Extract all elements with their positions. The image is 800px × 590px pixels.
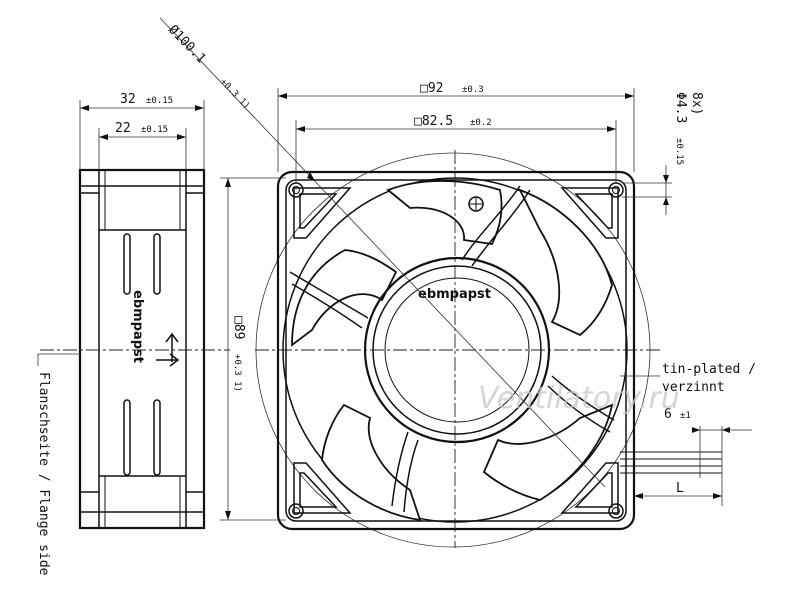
impeller-blades (291, 180, 614, 522)
dim-vertical-tol: +0.3 1) (232, 354, 242, 392)
dim-lead-length: L (676, 481, 684, 496)
note-tin-plated: tin-plated / (662, 362, 756, 377)
dim-vertical: □89 (231, 316, 246, 339)
dim-hole-spacing-tol: ±0.2 (470, 118, 492, 128)
dim-diameter: Ø100.1 (165, 22, 208, 66)
diameter-leader (159, 17, 606, 488)
dim-diameter-tol: +0.3 1) (218, 77, 252, 111)
side-view: ebmpapst 32 ±0.15 22 ±0.15 Flanschseite … (36, 92, 230, 576)
lead-wires (620, 375, 752, 506)
note-verzinnt: verzinnt (662, 380, 725, 395)
dim-holes-diameter: Φ4.3 (673, 92, 688, 123)
dim-hole-spacing: □82.5 (414, 114, 453, 129)
front-view: ebmpapst Ø100.1 +0.3 1) □92 ±0.3 □82.5 ±… (159, 17, 756, 548)
dim-lead-strip: 6 (664, 407, 672, 422)
dim-side-inner: 22 (115, 121, 131, 136)
dim-side-width-tol: ±0.15 (146, 96, 173, 106)
mounting-holes (288, 182, 624, 519)
dim-frame: □92 (420, 81, 443, 96)
dim-holes-count: 8x) (689, 92, 704, 115)
flange-side-label: Flanschseite / Flange side (36, 372, 51, 576)
dim-lead-strip-tol: ±1 (680, 411, 691, 421)
dim-side-width: 32 (120, 92, 136, 107)
dim-frame-tol: ±0.3 (462, 85, 484, 95)
corner-pockets (293, 187, 619, 514)
dim-holes-tol: ±0.15 (674, 138, 684, 165)
dim-side-inner-tol: ±0.15 (141, 125, 168, 135)
watermark: Ventilatory.ru (478, 381, 680, 416)
front-frame (276, 170, 636, 531)
side-view-frame (78, 168, 206, 530)
support-struts (289, 185, 615, 513)
side-brand-label: ebmpapst (130, 290, 145, 363)
hub-brand-label: ebmpapst (418, 287, 491, 302)
